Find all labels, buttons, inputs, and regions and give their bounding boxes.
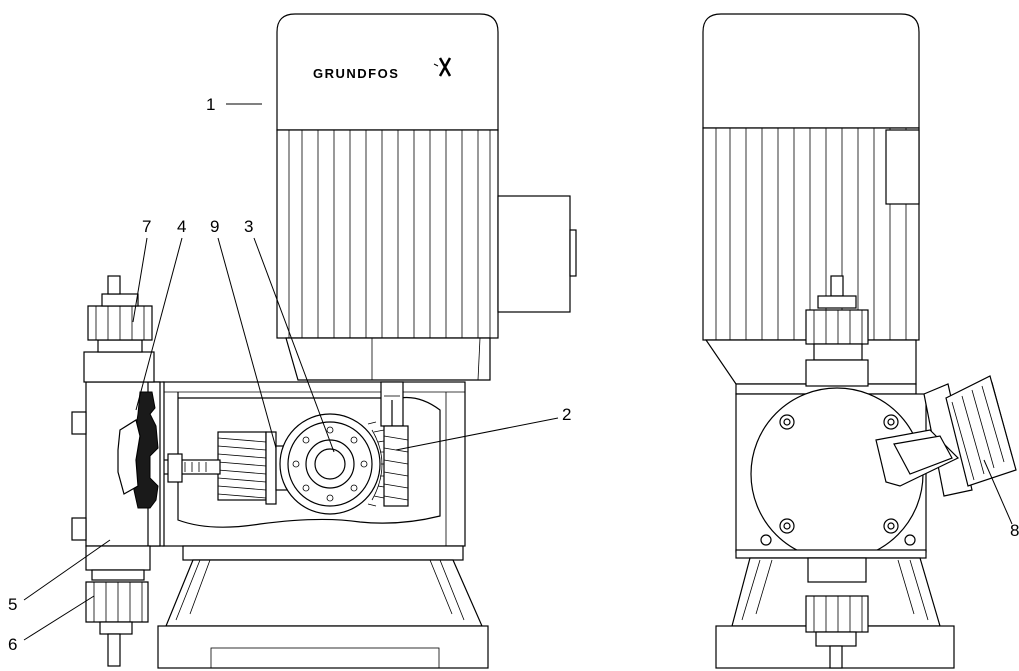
callouts: 1 2 3 4 5 6 7 8 9	[8, 95, 1019, 654]
terminal-box	[497, 195, 571, 313]
callout-7: 7	[142, 217, 151, 236]
motor-body	[276, 129, 499, 339]
side-motor-cap	[702, 13, 920, 129]
motor-cap	[276, 13, 499, 131]
pump-base	[157, 545, 489, 669]
side-bottom-valve	[805, 595, 869, 633]
worm-wheel	[279, 413, 381, 515]
side-motor-body	[702, 127, 920, 341]
worm-shaft	[380, 381, 409, 507]
callout-5: 5	[8, 595, 17, 614]
motor-flange	[285, 337, 491, 381]
callout-1: 1	[206, 95, 215, 114]
callout-3: 3	[244, 217, 253, 236]
callout-9: 9	[210, 217, 219, 236]
motor-fins	[288, 130, 491, 338]
valve-top-body	[83, 351, 155, 383]
head-bolts	[779, 414, 899, 534]
side-top-valve	[805, 309, 869, 345]
brand-logo-text: GRUNDFOS	[313, 66, 399, 81]
brand-logo-mark	[433, 57, 452, 77]
callout-2: 2	[562, 405, 571, 424]
callout-8: 8	[1010, 521, 1019, 540]
callout-6: 6	[8, 635, 17, 654]
discharge-valve-nut	[87, 305, 153, 341]
suction-valve-nut	[85, 581, 149, 623]
front-view: GRUNDFOS	[71, 13, 577, 669]
side-view	[702, 13, 1017, 669]
stroke-adjust-knob	[875, 375, 1017, 497]
callout-4: 4	[177, 217, 186, 236]
